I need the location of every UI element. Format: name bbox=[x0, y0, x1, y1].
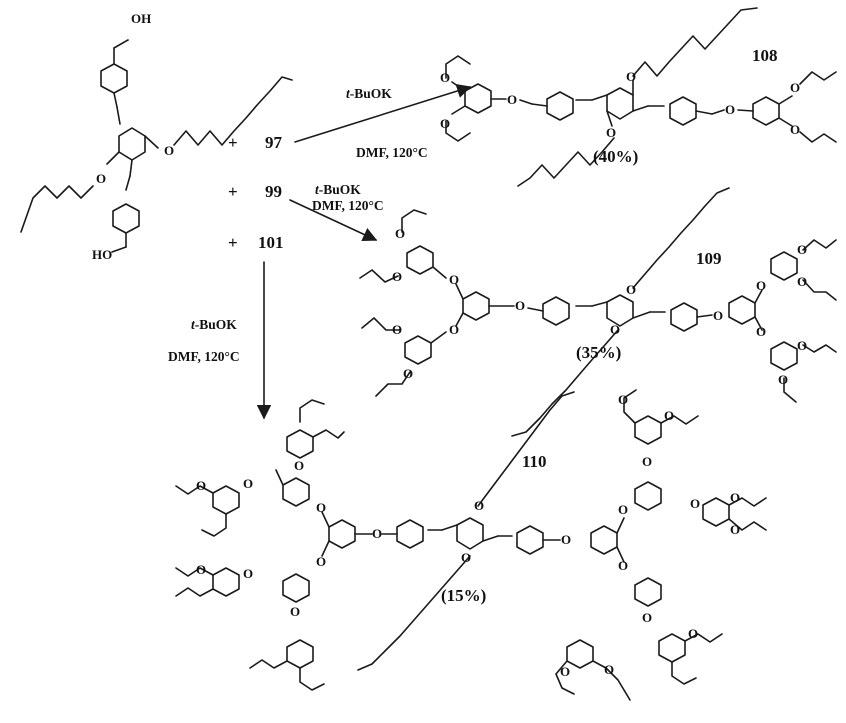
oxygen-atom: O bbox=[690, 496, 700, 511]
oxygen-atom: O bbox=[725, 102, 735, 117]
oxygen-atom: O bbox=[618, 558, 628, 573]
product-110-label: 110 bbox=[522, 452, 547, 471]
oxygen-atom: O bbox=[797, 338, 807, 353]
oxygen-atom: O bbox=[243, 476, 253, 491]
plus-sign-1: + bbox=[228, 133, 238, 152]
oxygen-atom: O bbox=[395, 226, 405, 241]
oxygen-atom: O bbox=[730, 490, 740, 505]
oxygen-atom: O bbox=[316, 554, 326, 569]
oxygen-atom: O bbox=[440, 70, 450, 85]
plus-sign-3: + bbox=[228, 233, 238, 252]
reactant-101: 101 bbox=[258, 233, 284, 252]
oxygen-atom: O bbox=[403, 366, 413, 381]
oxygen-atom: O bbox=[756, 324, 766, 339]
svg-text:t-BuOK: t-BuOK bbox=[346, 86, 392, 101]
base-prefix-3: t bbox=[191, 317, 196, 332]
oxygen-atom: O bbox=[778, 372, 788, 387]
oxygen-atom: O bbox=[618, 502, 628, 517]
plus-sign-2: + bbox=[228, 182, 238, 201]
oxygen-atom: O bbox=[642, 454, 652, 469]
ether-oxygen-bottom: O bbox=[96, 171, 106, 186]
oxygen-atom: O bbox=[664, 408, 674, 423]
oxygen-atom: O bbox=[606, 125, 616, 140]
oxygen-atom: O bbox=[316, 500, 326, 515]
oxygen-atom: O bbox=[688, 626, 698, 641]
svg-text:t-BuOK: t-BuOK bbox=[315, 182, 361, 197]
condition-3: t-BuOK DMF, 120°C bbox=[168, 317, 240, 364]
oxygen-atom: O bbox=[507, 92, 517, 107]
arrow-to-108 bbox=[294, 84, 472, 143]
oxygen-atom: O bbox=[196, 562, 206, 577]
reactant-list: + 97 + 99 + 101 bbox=[228, 133, 284, 252]
condition-1: t-BuOK DMF, 120°C bbox=[346, 86, 428, 160]
oxygen-atom: O bbox=[440, 116, 450, 131]
oxygen-atom: O bbox=[461, 550, 471, 565]
oxygen-atom: O bbox=[290, 604, 300, 619]
base-prefix-2: t bbox=[315, 182, 320, 197]
oxygen-atom: O bbox=[626, 69, 636, 84]
product-110-yield: (15%) bbox=[441, 586, 486, 605]
starting-material: OH O O HO bbox=[20, 11, 293, 262]
reaction-arrows bbox=[256, 84, 472, 420]
oxygen-atom: O bbox=[561, 532, 571, 547]
svg-text:t-BuOK: t-BuOK bbox=[191, 317, 237, 332]
product-109-structure: O O O O O O O O O O O O O O O O bbox=[359, 187, 837, 437]
oxygen-atom: O bbox=[243, 566, 253, 581]
base-suffix-2: -BuOK bbox=[319, 182, 362, 197]
oxygen-atom: O bbox=[713, 308, 723, 323]
oxygen-atom: O bbox=[790, 122, 800, 137]
solvent-temp-2: DMF, 120°C bbox=[312, 198, 384, 213]
oxygen-atom: O bbox=[797, 242, 807, 257]
solvent-temp-1: DMF, 120°C bbox=[356, 145, 428, 160]
condition-2: t-BuOK DMF, 120°C bbox=[312, 182, 384, 213]
base-suffix-3: -BuOK bbox=[195, 317, 238, 332]
oxygen-atom: O bbox=[392, 322, 402, 337]
oxygen-atom: O bbox=[294, 458, 304, 473]
product-108-yield: (40%) bbox=[593, 147, 638, 166]
product-108-label: 108 bbox=[752, 46, 778, 65]
ether-oxygen-top: O bbox=[164, 143, 174, 158]
oxygen-atom: O bbox=[474, 498, 484, 513]
oxygen-atom: O bbox=[560, 664, 570, 679]
oxygen-atom: O bbox=[449, 322, 459, 337]
product-109-label: 109 bbox=[696, 249, 722, 268]
product-109-yield: (35%) bbox=[576, 343, 621, 362]
oxygen-atom: O bbox=[515, 298, 525, 313]
product-110-structure: O O O O O O O O O O O O O O O O O O O O … bbox=[175, 389, 767, 701]
oxygen-atom: O bbox=[392, 269, 402, 284]
oxygen-atom: O bbox=[756, 278, 766, 293]
oxygen-atom: O bbox=[642, 610, 652, 625]
reactant-97: 97 bbox=[265, 133, 283, 152]
oxygen-atom: O bbox=[626, 282, 636, 297]
oxygen-atom: O bbox=[610, 322, 620, 337]
base-suffix-1: -BuOK bbox=[350, 86, 393, 101]
oxygen-atom: O bbox=[730, 522, 740, 537]
arrow-to-109 bbox=[289, 199, 378, 242]
oxygen-atom: O bbox=[372, 526, 382, 541]
oxygen-atom: O bbox=[790, 80, 800, 95]
solvent-temp-3: DMF, 120°C bbox=[168, 349, 240, 364]
oxygen-atom: O bbox=[797, 274, 807, 289]
hydroxyl-label-bottom: HO bbox=[92, 247, 112, 262]
product-108-structure: O O O O O O O O bbox=[440, 7, 837, 187]
reactant-99: 99 bbox=[265, 182, 282, 201]
hydroxyl-label-top: OH bbox=[131, 11, 151, 26]
oxygen-atom: O bbox=[196, 478, 206, 493]
oxygen-atom: O bbox=[449, 272, 459, 287]
base-prefix-1: t bbox=[346, 86, 351, 101]
oxygen-atom: O bbox=[618, 392, 628, 407]
oxygen-atom: O bbox=[604, 662, 614, 677]
